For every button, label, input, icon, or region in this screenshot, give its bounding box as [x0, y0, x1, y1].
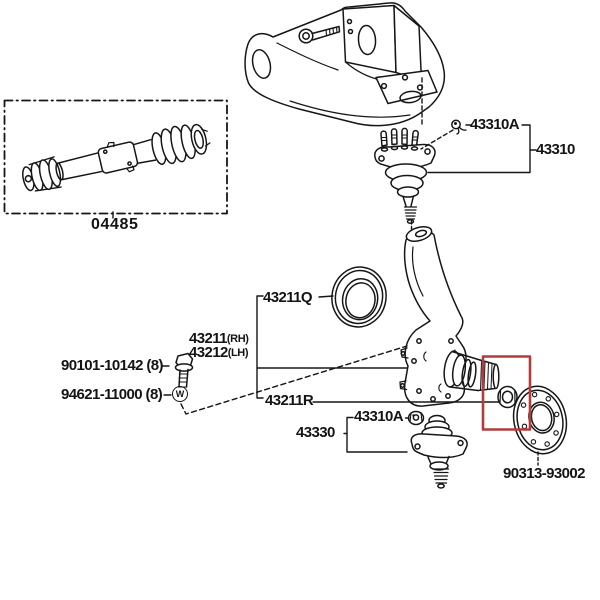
red-highlight-box [481, 355, 532, 431]
label-lower-ball-joint-43330: 43330 [296, 424, 335, 441]
cotter-pin-icon [451, 119, 467, 135]
spindle-drawing [443, 350, 500, 392]
arm-pivot-bolt-drawing [298, 25, 341, 44]
label-spindle-43211R: 43211R [265, 392, 314, 409]
label-upper-clip-43310A: 43310A [470, 116, 520, 133]
lower-stud-nut-icon [407, 410, 425, 426]
label-knuckle-rh: 43211(RH) [189, 331, 249, 346]
label-seal-43211Q: 43211Q [263, 289, 313, 306]
kit-box-outline [3, 99, 228, 215]
label-kit-04485: 04485 [91, 216, 139, 233]
label-knuckle-lh: 43212(LH) [189, 344, 249, 361]
lower-ball-joint-drawing [410, 414, 468, 489]
label-washer-94621-11000: 94621-11000 (8) [61, 386, 163, 403]
part-number: 43212 [189, 344, 228, 361]
label-upper-ball-joint-43310: 43310 [536, 141, 575, 158]
flange-bolt-icon [174, 352, 194, 388]
part-number: 43211 [189, 330, 227, 347]
steering-knuckle-drawing [399, 226, 518, 409]
spindle-nut-drawing [497, 385, 518, 409]
washer-symbol-icon: W [172, 386, 188, 402]
label-bolt-90101-10142: 90101-10142 (8) [61, 357, 164, 374]
label-gasket-90313-93002: 90313-93002 [503, 465, 585, 482]
hub-gasket-drawing [512, 385, 568, 455]
upper-ball-joint-drawing [374, 127, 436, 225]
oil-seal-drawing [331, 266, 387, 328]
upper-control-arm-drawing [244, 2, 446, 127]
arm-shaft-kit-drawing [22, 123, 211, 192]
side-suffix-lh: (LH) [227, 347, 249, 359]
leader-lines [112, 77, 539, 466]
label-lower-clip-43310A: 43310A [354, 408, 404, 425]
side-suffix-rh: (RH) [226, 333, 249, 345]
